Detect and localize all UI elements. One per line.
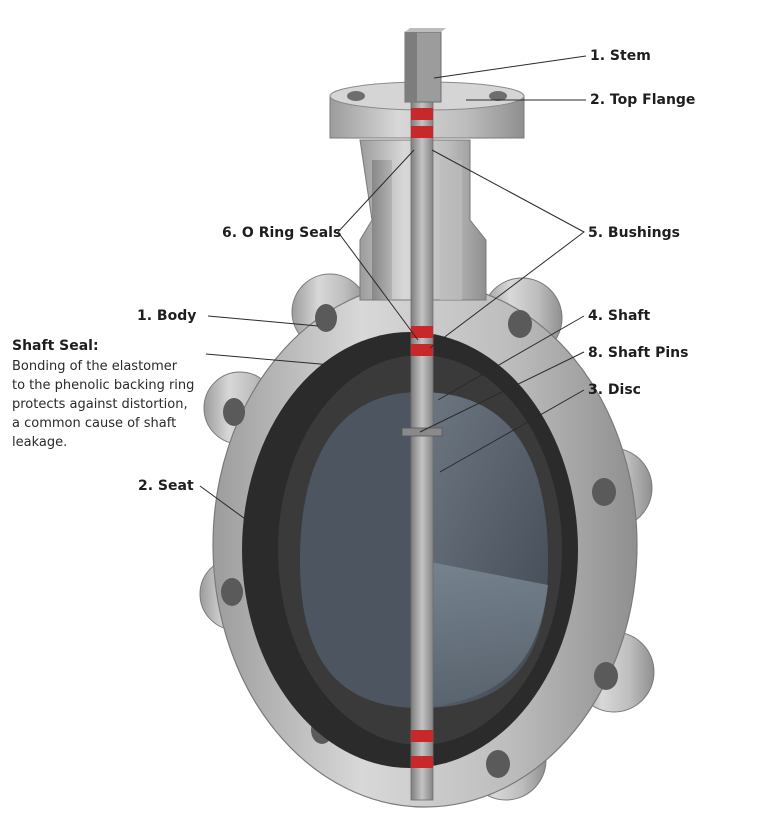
shaft-seal-line: to the phenolic backing ring xyxy=(12,378,194,393)
label-bushings: 5. Bushings xyxy=(588,225,680,241)
shaft-pin xyxy=(401,427,443,437)
label-top-flange: 2. Top Flange xyxy=(590,92,695,108)
shaft-seal-line: a common cause of shaft xyxy=(12,416,176,431)
o-ring-seals xyxy=(411,108,433,768)
label-shaft-pins: 8. Shaft Pins xyxy=(588,345,688,361)
label-o-ring-seals: 6. O Ring Seals xyxy=(222,225,341,241)
shaft-seal-line: leakage. xyxy=(12,435,67,450)
shaft-seal-line: Bonding of the elastomer xyxy=(12,359,178,374)
label-stem: 1. Stem xyxy=(590,48,651,64)
label-seat: 2. Seat xyxy=(138,478,194,494)
shaft-seal-title: Shaft Seal: xyxy=(12,338,99,354)
leader-lines xyxy=(199,55,587,541)
shaft xyxy=(410,97,434,801)
label-shaft: 4. Shaft xyxy=(588,308,651,324)
shaft-seal-line: protects against distortion, xyxy=(12,397,188,412)
disc xyxy=(300,392,548,708)
shaft-seal-note: Shaft Seal: Bonding of the elastomer to … xyxy=(12,338,194,450)
label-disc: 3. Disc xyxy=(588,382,641,398)
labels: 1. Stem 2. Top Flange 6. O Ring Seals 5.… xyxy=(137,48,695,494)
label-body: 1. Body xyxy=(137,308,196,324)
stem xyxy=(404,28,446,103)
valve-illustration xyxy=(199,28,655,808)
